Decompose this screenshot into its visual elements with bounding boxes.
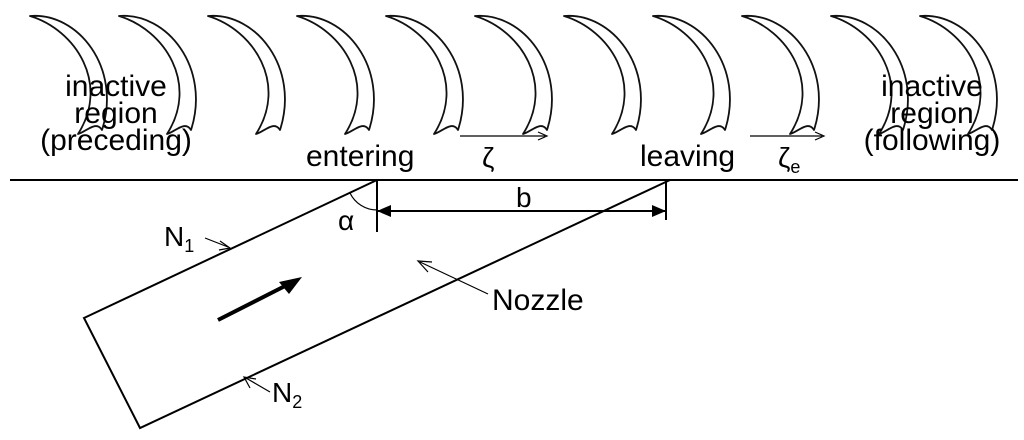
n2-label: N2 [272,377,302,412]
turbine-blade [830,15,909,135]
alpha-label: α [338,205,354,236]
svg-text:(preceding): (preceding) [40,124,192,157]
svg-text:inactive: inactive [881,70,983,103]
turbine-blade [741,15,820,135]
turbine-blade [296,15,375,135]
turbine-blade [207,15,286,135]
n1-pointer [204,237,232,251]
alpha-arc [349,192,378,211]
turbine-blade [563,15,642,135]
n2-pointer [242,376,271,393]
entering-label: entering [306,140,414,173]
svg-text:inactive: inactive [65,70,167,103]
svg-text:region: region [890,97,973,130]
turbine-blade [118,15,197,135]
svg-text:region: region [74,97,157,130]
zeta-label: ζ [482,142,494,173]
n1-label: N1 [164,221,194,256]
width-dimension-b [376,180,667,232]
svg-text:(following): (following) [864,124,1001,157]
nozzle-pointer [416,260,489,295]
leaving-label: leaving [640,140,735,173]
turbine-blade [652,15,731,135]
zeta-e-label: ζe [778,142,800,177]
inactive-region-following-label: inactive region (following) [864,70,1001,157]
inactive-region-preceding-label: inactive region (preceding) [40,70,192,157]
turbine-blade [385,15,464,135]
flow-arrow [217,277,302,322]
b-label: b [516,182,532,213]
zeta-arrow [460,131,549,141]
turbine-blade [919,15,998,135]
nozzle-label: Nozzle [492,284,584,317]
nozzle-body [82,179,671,430]
zeta-e-arrow [750,131,826,141]
blade-row [29,15,998,135]
turbine-blade [474,15,553,135]
turbine-blade [29,15,108,135]
